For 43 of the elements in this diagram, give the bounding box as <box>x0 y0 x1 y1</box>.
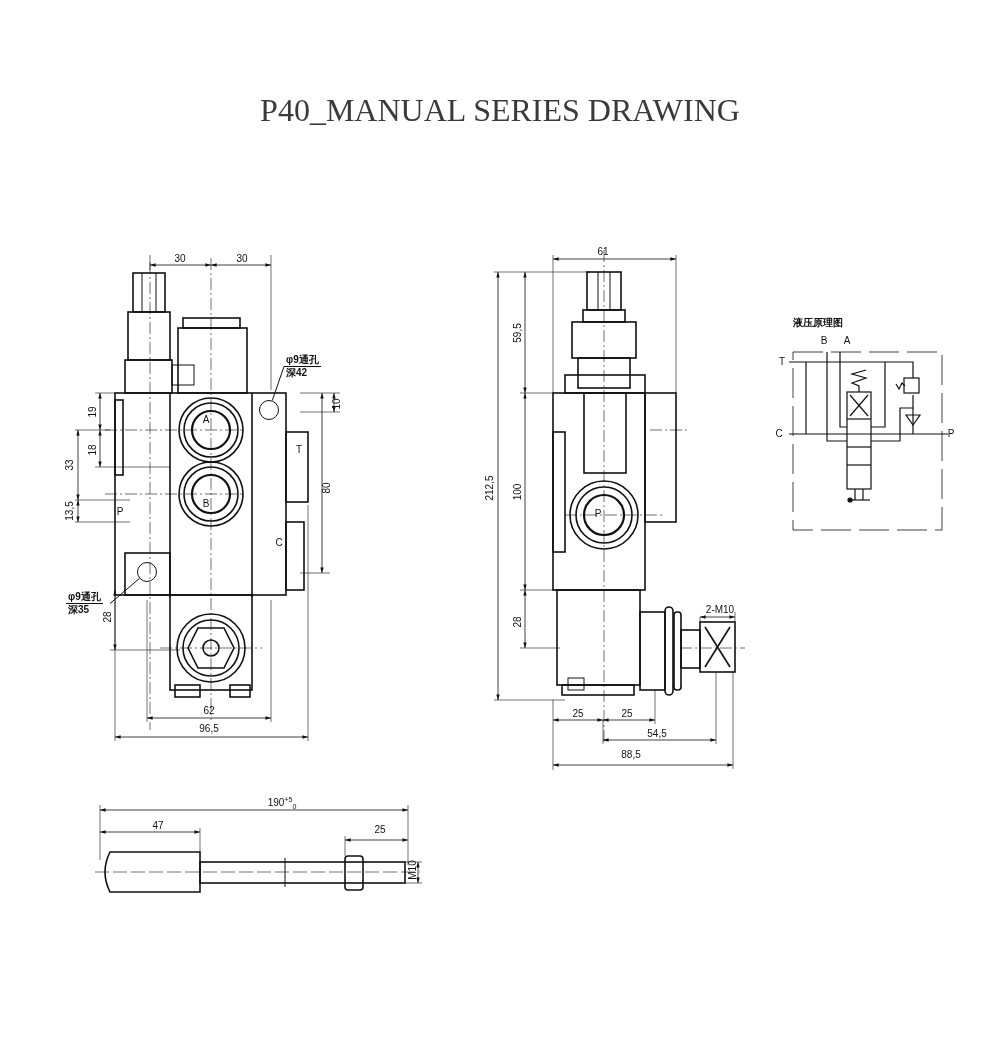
dimension-text: 28 <box>103 611 113 623</box>
dimension-text: 2-M10 <box>705 605 735 615</box>
dimension-text: 96,5 <box>199 724 219 734</box>
dimension-text: 88,5 <box>621 750 641 760</box>
dimension-text: 19 <box>88 406 98 418</box>
leader-line <box>109 578 140 604</box>
dimension-text: B <box>202 499 210 509</box>
dimension-text: 47 <box>152 821 164 831</box>
dimension-text: A <box>843 336 851 346</box>
dimension-text: 10 <box>332 398 342 410</box>
dimension-text: C <box>275 538 283 548</box>
dimension-text: 13,5 <box>65 501 75 521</box>
dimension-text: 212,5 <box>485 475 495 501</box>
dimension-text: 80 <box>322 482 332 494</box>
dimension-text: 54,5 <box>647 729 667 739</box>
dimension-text: 61 <box>597 247 609 257</box>
dimension-text: T <box>295 445 303 455</box>
callout-text: 深35 <box>67 604 91 616</box>
dimension-text: 25 <box>374 825 386 835</box>
dimension-text: P <box>594 509 602 519</box>
dimension-text: M10 <box>408 860 418 880</box>
leader-line <box>271 366 285 402</box>
dimension-text: A <box>202 415 210 425</box>
dimension-text: 100 <box>513 483 523 501</box>
dimension-text: 25 <box>572 709 584 719</box>
dimension-text: B <box>820 336 828 346</box>
dimension-text: 62 <box>203 706 215 716</box>
dimension-text: P <box>116 507 124 517</box>
dimension-text: 33 <box>65 459 75 471</box>
callout-text: 深42 <box>285 367 309 379</box>
dimension-text: T <box>778 357 786 367</box>
dimension-text: 25 <box>621 709 633 719</box>
dimension-text: 18 <box>88 444 98 456</box>
dimension-text: 30 <box>174 254 186 264</box>
dimension-text: 59,5 <box>513 323 523 343</box>
callout-text: φ9通孔 <box>66 591 103 604</box>
dimension-text: 30 <box>236 254 248 264</box>
drawing-title: P40_MANUAL SERIES DRAWING <box>259 92 741 129</box>
dimension-text: 28 <box>513 616 523 628</box>
callout-text: φ9通孔 <box>284 354 321 367</box>
dimension-text: P <box>947 429 955 439</box>
schematic-title: 液压原理图 <box>793 318 843 328</box>
dimension-text: C <box>775 429 783 439</box>
